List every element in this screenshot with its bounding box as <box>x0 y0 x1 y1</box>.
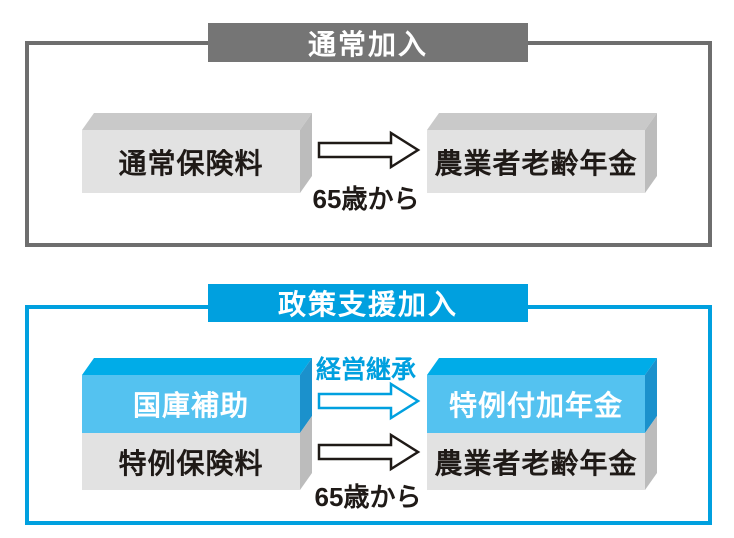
box-side-face <box>645 113 657 193</box>
box-top-face <box>82 358 312 375</box>
normal-pension-box-label: 農業者老齢年金 <box>427 130 645 193</box>
normal-age-caption: 65歳から <box>312 184 420 214</box>
succession-caption: 経営継承 <box>315 356 416 384</box>
arrow-right-icon <box>317 130 421 170</box>
normal-section-title: 通常加入 <box>307 28 428 60</box>
policy-age-caption: 65歳から <box>314 482 422 512</box>
policy-pension-box-label: 農業者老齢年金 <box>427 433 645 490</box>
policy-section-title: 政策支援加入 <box>277 289 458 320</box>
normal-section-header: 通常加入 <box>208 23 528 62</box>
policy-section-header: 政策支援加入 <box>208 284 528 322</box>
box-side-face-upper <box>645 358 657 433</box>
box-side-face-lower <box>300 416 312 490</box>
special-premium-box-label: 特例保険料 <box>82 433 300 490</box>
box-top-face <box>427 358 657 375</box>
arrow-right-blue-icon <box>317 381 421 421</box>
normal-premium-box-label: 通常保険料 <box>82 130 300 193</box>
subsidy-box-label: 国庫補助 <box>82 375 300 433</box>
special-pension-box-label: 特例付加年金 <box>427 375 645 433</box>
box-side-face <box>300 113 312 193</box>
arrow-right-icon <box>317 432 421 472</box>
box-top-face <box>82 113 312 130</box>
box-side-face-lower <box>645 416 657 490</box>
box-side-face-upper <box>300 358 312 433</box>
box-top-face <box>427 113 657 130</box>
